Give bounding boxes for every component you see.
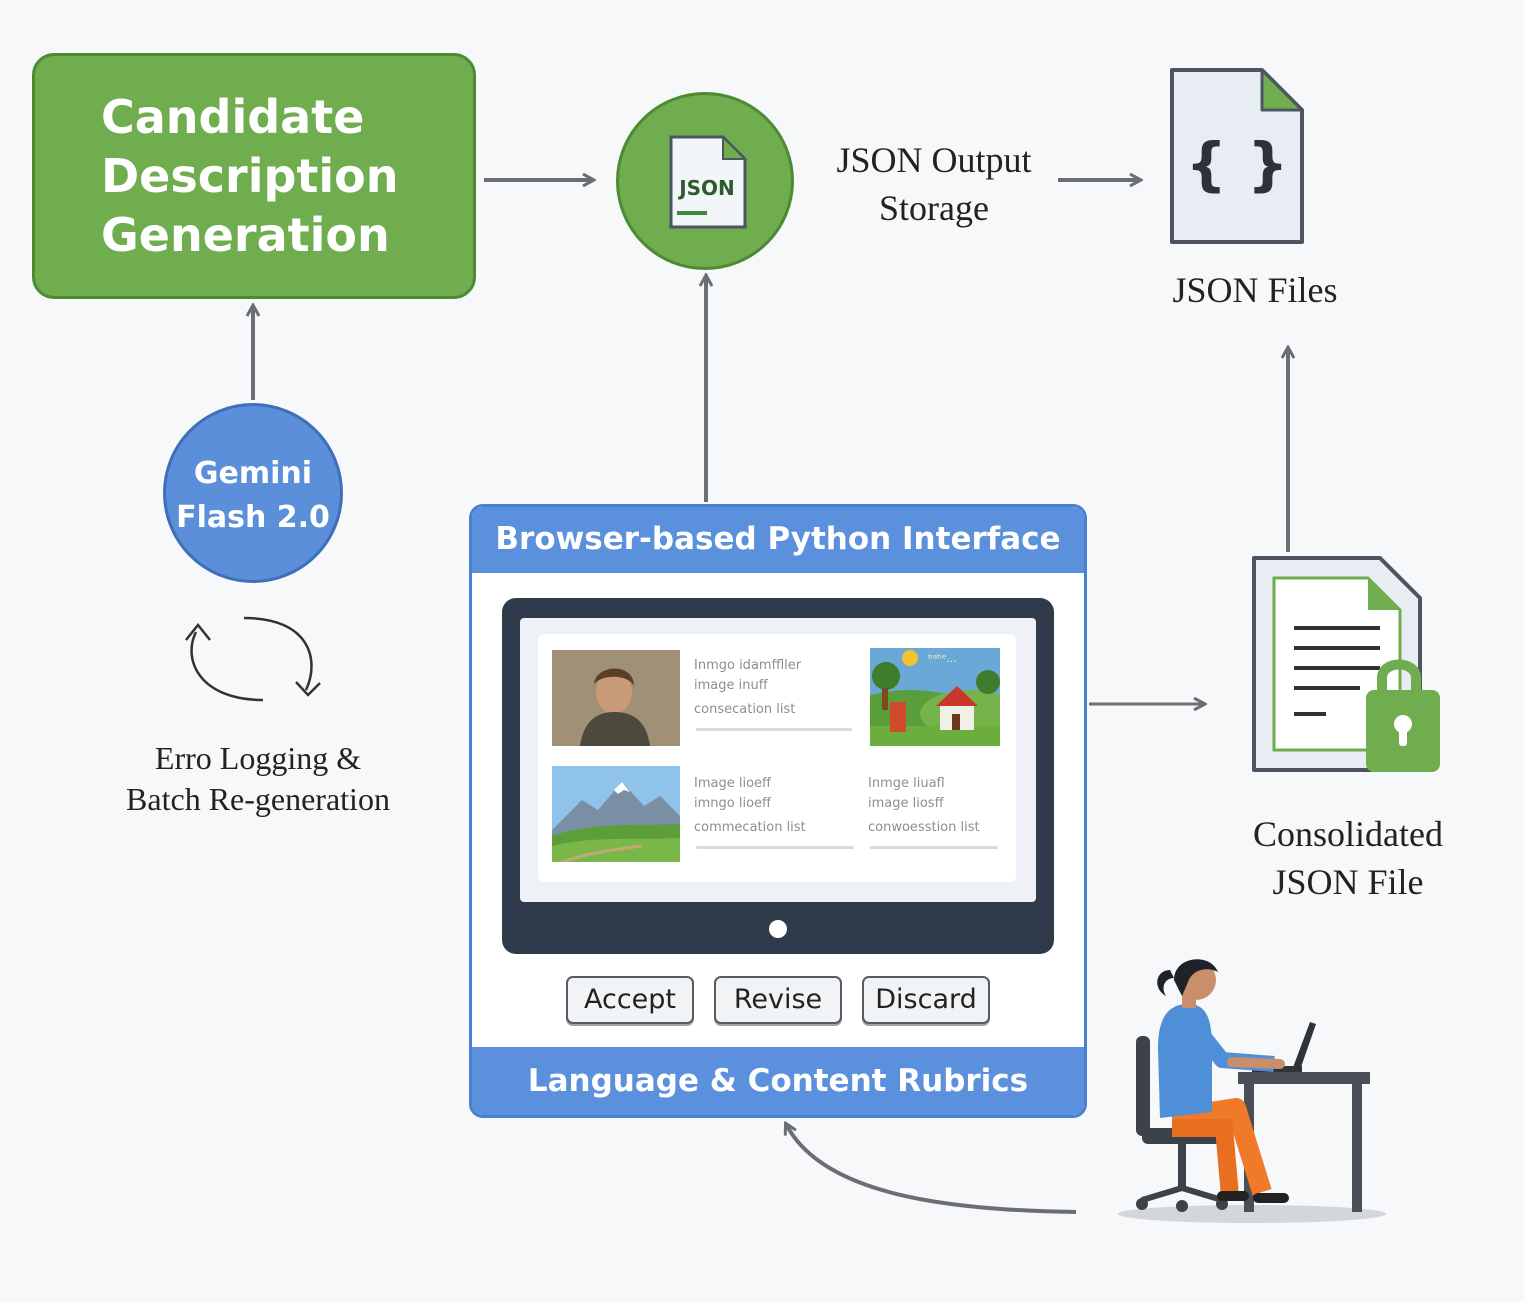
accept-button[interactable]: Accept <box>566 976 694 1024</box>
error-logging-label: Erro Logging & Batch Re-generation <box>108 738 408 820</box>
card-meta-text: Inmgo idamffller <box>694 658 802 673</box>
consolidated-line: JSON File <box>1272 862 1424 902</box>
monitor-power-dot <box>769 920 787 938</box>
card-meta-text: consecation list <box>694 702 796 717</box>
consolidated-file-icon <box>1252 556 1440 772</box>
human-reviewer-illustration <box>1118 959 1386 1223</box>
card-meta-text: commecation list <box>694 820 806 835</box>
generation-title-line: Generation <box>101 208 390 262</box>
card-meta-text: Image lioeff <box>694 776 771 791</box>
consolidated-line: Consolidated <box>1253 814 1443 854</box>
generation-title-line: Candidate <box>101 90 365 144</box>
lock-icon <box>1366 659 1440 772</box>
interface-title: Browser-based Python Interface <box>472 507 1084 573</box>
card-meta-text: conwoesstion list <box>868 820 980 835</box>
cartoon-house-thumbnail: ᵇᵃᵇᵉ... <box>870 648 1000 746</box>
review-card-grid: Inmgo idamffller image inuff consecation… <box>538 634 1016 882</box>
cartoon-thumbnail-text: ᵇᵃᵇᵉ... <box>928 652 957 665</box>
card-meta-text: Inmge liuafl <box>868 776 945 791</box>
generation-title-line: Description <box>101 149 399 203</box>
model-circle: Gemini Flash 2.0 <box>163 403 343 583</box>
monitor: Inmgo idamffller image inuff consecation… <box>502 598 1054 954</box>
generation-title: Candidate Description Generation <box>101 88 399 265</box>
arrow-reviewer-to-interface <box>786 1124 1077 1214</box>
portrait-thumbnail <box>552 650 680 746</box>
error-logging-line: Erro Logging & <box>154 740 362 776</box>
consolidated-json-label: Consolidated JSON File <box>1220 810 1476 906</box>
model-name: Gemini <box>193 456 313 491</box>
card-meta-divider <box>696 846 854 849</box>
json-output-line: Storage <box>879 188 989 228</box>
json-files-braces: { } <box>1186 130 1289 198</box>
card-meta-text: image inuff <box>694 678 768 693</box>
json-file-icon: JSON <box>669 135 748 229</box>
card-meta-text: image liosff <box>868 796 944 811</box>
json-files-icon: { } <box>1170 68 1304 244</box>
generation-box: Candidate Description Generation <box>32 53 476 299</box>
json-files-label: JSON Files <box>1172 270 1338 310</box>
revise-button[interactable]: Revise <box>714 976 842 1024</box>
mountain-landscape-thumbnail <box>552 766 680 862</box>
rubrics-bar: Language & Content Rubrics <box>472 1047 1084 1115</box>
card-meta-divider <box>870 846 998 849</box>
discard-button[interactable]: Discard <box>862 976 990 1024</box>
model-version: Flash 2.0 <box>176 500 330 535</box>
error-logging-line: Batch Re-generation <box>126 781 390 817</box>
card-meta-divider <box>696 728 852 731</box>
monitor-screen: Inmgo idamffller image inuff consecation… <box>520 618 1036 902</box>
json-file-icon-text: JSON <box>677 176 735 200</box>
json-output-node: JSON <box>616 92 794 270</box>
cycle-arrows-icon <box>185 616 321 702</box>
json-output-storage-label: JSON Output Storage <box>818 136 1050 232</box>
json-output-line: JSON Output <box>836 140 1032 180</box>
card-meta-text: imngo lioeff <box>694 796 771 811</box>
